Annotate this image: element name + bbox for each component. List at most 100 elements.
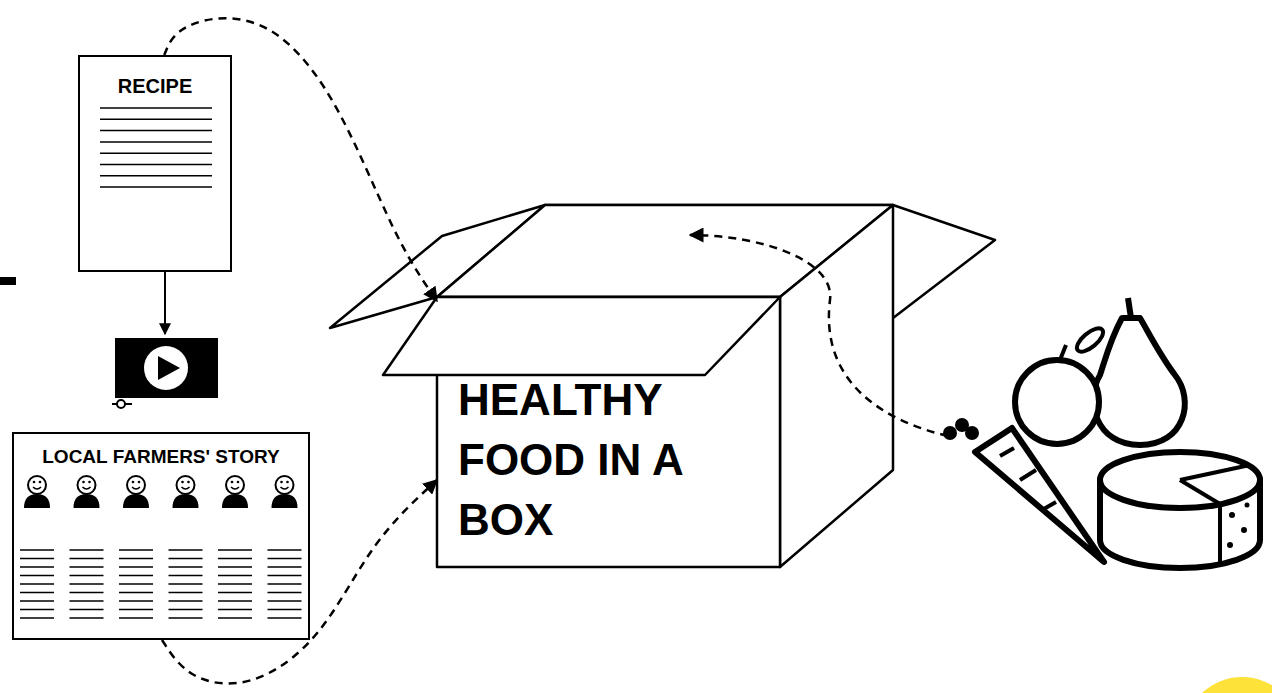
text-line <box>169 566 203 568</box>
text-line <box>268 617 302 619</box>
farmer-eye <box>237 481 240 484</box>
arrow-line <box>164 272 166 334</box>
text-line <box>100 130 212 132</box>
text-line <box>100 175 212 177</box>
cheese-hole <box>1227 542 1233 548</box>
farmer-head <box>78 476 96 494</box>
farmer-face <box>74 476 100 508</box>
text-line <box>70 592 104 594</box>
text-line <box>218 583 252 585</box>
farmer-body <box>123 494 149 508</box>
text-line <box>70 609 104 611</box>
text-line <box>100 186 212 188</box>
farmer-body <box>173 494 199 508</box>
text-line <box>70 558 104 560</box>
text-line <box>268 575 302 577</box>
text-line <box>169 592 203 594</box>
node-label: HEALTHY FOOD IN A BOX <box>458 370 728 550</box>
text-line <box>169 609 203 611</box>
text-line <box>70 600 104 602</box>
text-line <box>100 164 212 166</box>
farmer-head <box>276 476 294 494</box>
text-line <box>20 609 54 611</box>
text-line <box>100 107 212 109</box>
text-line <box>100 152 212 154</box>
farmer-face <box>173 476 199 508</box>
farmer-head <box>28 476 46 494</box>
text-line <box>100 141 212 143</box>
text-line <box>218 592 252 594</box>
text-line <box>169 600 203 602</box>
farmer-head <box>226 476 244 494</box>
text-line <box>100 119 212 121</box>
farmer-face <box>222 476 248 508</box>
apple-leaf <box>1073 324 1107 355</box>
text-line <box>169 583 203 585</box>
dashed-arrow <box>162 480 437 684</box>
cardboard-box <box>330 205 995 567</box>
text-line <box>119 549 153 551</box>
text-line <box>119 558 153 560</box>
farmer-eye <box>33 481 36 484</box>
farmer-smile <box>132 487 140 489</box>
text-line <box>119 592 153 594</box>
farmer-body <box>74 494 100 508</box>
carrot-leaves <box>943 418 979 440</box>
text-line <box>169 575 203 577</box>
text-line <box>268 609 302 611</box>
text-line <box>20 566 54 568</box>
document-lines <box>20 108 302 618</box>
play-circle <box>144 346 188 390</box>
cheese-hole <box>1245 503 1250 508</box>
text-line <box>70 583 104 585</box>
play-triangle <box>158 356 180 380</box>
video-icon <box>112 338 218 408</box>
text-line <box>119 600 153 602</box>
food-illustration <box>975 298 1260 568</box>
pear <box>1093 318 1184 445</box>
farmer-smile <box>182 487 190 489</box>
recipe-document: RECIPE <box>78 55 232 272</box>
farmer-eye <box>132 481 135 484</box>
text-line <box>20 583 54 585</box>
text-line <box>268 600 302 602</box>
farmer-eye <box>82 481 85 484</box>
text-line <box>218 549 252 551</box>
farmer-body <box>272 494 298 508</box>
farmer-body <box>24 494 50 508</box>
text-line <box>218 609 252 611</box>
farmer-faces <box>24 476 298 508</box>
carrot <box>975 428 1104 562</box>
farmer-body <box>222 494 248 508</box>
edge-dash <box>0 277 16 285</box>
story-document: LOCAL FARMERS' STORY <box>12 432 310 640</box>
carrot-stripes <box>1000 448 1056 510</box>
text-line <box>20 617 54 619</box>
farmer-eye <box>181 481 184 484</box>
food-arrow <box>690 235 948 436</box>
farmer-eye <box>138 481 141 484</box>
box-side <box>780 205 893 567</box>
text-line <box>218 558 252 560</box>
farmer-face <box>123 476 149 508</box>
box-front: HEALTHY FOOD IN A BOX <box>437 297 780 567</box>
text-line <box>20 558 54 560</box>
farmer-eye <box>39 481 42 484</box>
text-line <box>169 558 203 560</box>
text-line <box>218 566 252 568</box>
carrot-leaf <box>943 426 957 440</box>
farmer-eye <box>231 481 234 484</box>
farmer-eye <box>187 481 190 484</box>
text-line <box>20 549 54 551</box>
text-line <box>169 549 203 551</box>
text-line <box>268 566 302 568</box>
front-flap <box>383 297 780 375</box>
farmer-eye <box>280 481 283 484</box>
farmer-smile <box>33 487 41 489</box>
text-line <box>119 617 153 619</box>
text-line <box>218 600 252 602</box>
text-line <box>119 583 153 585</box>
text-line <box>268 549 302 551</box>
text-line <box>268 558 302 560</box>
text-line <box>169 617 203 619</box>
